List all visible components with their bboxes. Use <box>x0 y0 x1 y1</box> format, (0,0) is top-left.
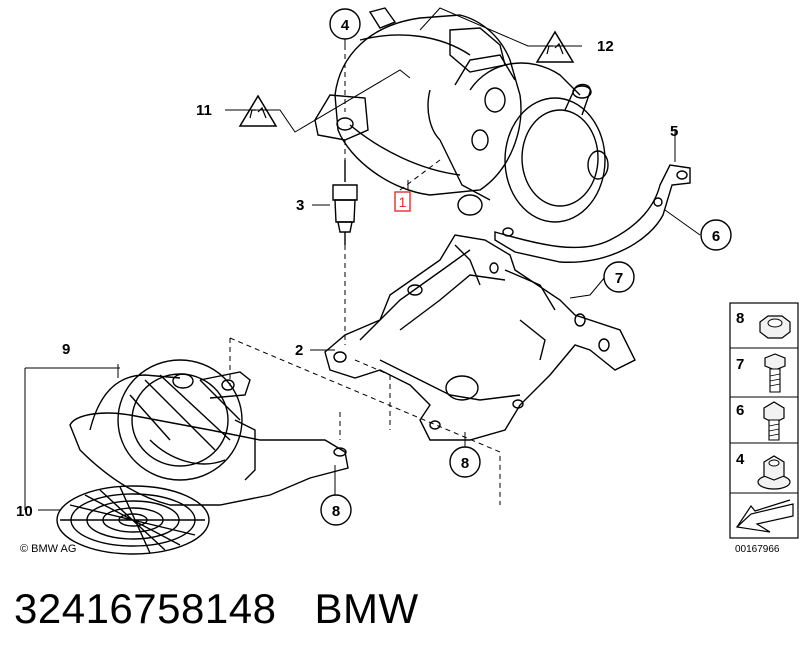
svg-text:7: 7 <box>736 356 744 373</box>
direction-arrow-icon <box>735 499 794 533</box>
svg-text:6: 6 <box>712 228 720 245</box>
power-steering-pump <box>314 7 691 263</box>
fan-grille <box>56 485 210 555</box>
callout-6[interactable]: 6 <box>700 219 732 251</box>
part-number: 32416758148 <box>14 585 277 632</box>
svg-text:8: 8 <box>461 455 469 472</box>
callout-7[interactable]: 7 <box>603 261 635 293</box>
svg-text:1: 1 <box>399 194 407 210</box>
legend-item-4[interactable]: 4 <box>736 451 791 490</box>
brand-name: BMW <box>314 585 419 632</box>
callout-12[interactable]: 12 <box>597 38 614 55</box>
cooling-fan <box>69 359 349 506</box>
callout-1-highlight[interactable]: 1 <box>394 191 411 212</box>
svg-text:7: 7 <box>615 270 623 287</box>
screw-icon <box>763 401 785 441</box>
flange-nut-icon <box>757 455 791 490</box>
callout-8-bracket[interactable]: 8 <box>449 446 481 478</box>
svg-text:6: 6 <box>736 402 744 419</box>
legend-item-6[interactable]: 6 <box>736 401 785 441</box>
warning-triangle-11 <box>238 94 278 127</box>
hardware-legend: 8 7 6 4 <box>729 302 799 539</box>
legend-item-7[interactable]: 7 <box>736 353 786 393</box>
callout-2[interactable]: 2 <box>295 342 303 359</box>
callout-10[interactable]: 10 <box>16 503 33 520</box>
parts-diagram: 4 6 7 8 8 11 12 5 3 2 9 10 1 8 <box>16 7 799 555</box>
part-title: 32416758148 BMW <box>14 585 419 633</box>
legend-item-8[interactable]: 8 <box>736 310 791 339</box>
svg-text:8: 8 <box>736 310 744 327</box>
svg-text:4: 4 <box>341 17 350 34</box>
callout-3[interactable]: 3 <box>296 197 304 214</box>
callout-5[interactable]: 5 <box>670 123 678 140</box>
copyright-notice: © BMW AG <box>20 543 76 555</box>
rubber-mount <box>332 160 358 245</box>
warning-triangle-12 <box>535 30 575 63</box>
carrier-bracket <box>324 234 636 441</box>
svg-text:8: 8 <box>332 503 340 520</box>
document-number: 00167966 <box>735 544 780 555</box>
callout-8-fan[interactable]: 8 <box>320 494 352 526</box>
svg-text:4: 4 <box>736 451 745 468</box>
callout-11[interactable]: 11 <box>196 102 212 119</box>
bolt-icon <box>764 353 786 393</box>
callout-9[interactable]: 9 <box>62 341 70 358</box>
callout-4[interactable]: 4 <box>329 8 361 40</box>
